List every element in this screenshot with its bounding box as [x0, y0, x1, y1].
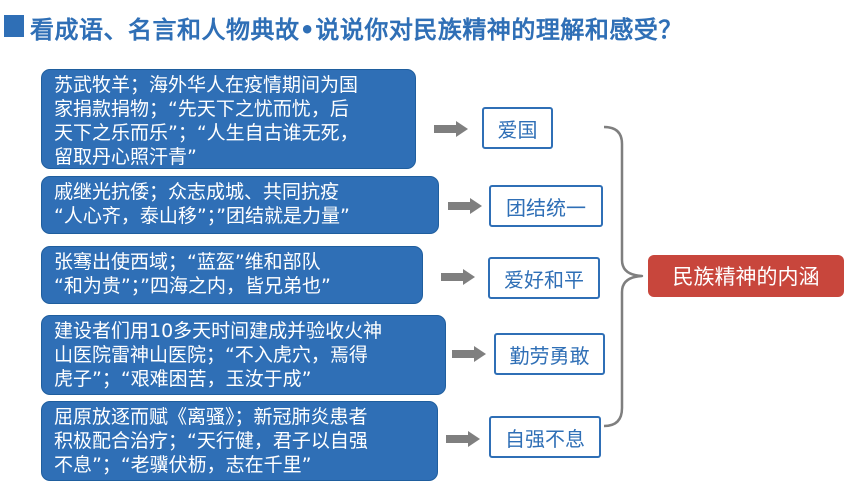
example-line: 天下之乐而乐”；“人生自古谁无死，: [54, 122, 359, 144]
example-line: 山医院雷神山医院；“不入虎穴，焉得: [54, 344, 368, 366]
example-box-self-improvement: 屈原放逐而赋《离骚》；新冠肺炎患者 积极配合治疗；“天行健，君子以自强 不息”；…: [41, 401, 438, 481]
right-arrow-icon: [441, 269, 477, 285]
example-line: 建设者们用10多天时间建成并验收火神: [54, 320, 383, 342]
spirit-box-peace: 爱好和平: [488, 257, 600, 299]
summary-box: 民族精神的内涵: [648, 255, 844, 297]
example-box-peace: 张骞出使西域；“蓝盔”维和部队 “和为贵”；”四海之内，皆兄弟也”: [41, 246, 423, 304]
example-line: 屈原放逐而赋《离骚》；新冠肺炎患者: [54, 406, 368, 428]
example-line: 不息”；“老骥伏枥，志在千里”: [54, 454, 312, 476]
example-box-diligence: 建设者们用10多天时间建成并验收火神 山医院雷神山医院；“不入虎穴，焉得 虎子”…: [41, 315, 446, 395]
page-title: 看成语、名言和人物典故•说说你对民族精神的理解和感受？: [30, 16, 683, 44]
example-line: “人心齐，泰山移”；”团结就是力量”: [54, 205, 350, 227]
right-arrow-icon: [434, 121, 470, 137]
example-line: 积极配合治疗；“天行健，君子以自强: [54, 430, 368, 452]
example-line: 苏武牧羊；海外华人在疫情期间为国: [54, 74, 359, 96]
right-arrow-icon: [452, 346, 488, 362]
example-line: 戚继光抗倭；众志成城、共同抗疫: [54, 181, 340, 203]
right-arrow-icon: [448, 198, 484, 214]
example-line: 留取丹心照汗青”: [54, 146, 197, 168]
right-arrow-icon: [446, 431, 482, 447]
spirit-box-self-improvement: 自强不息: [489, 416, 601, 458]
right-brace: [603, 125, 644, 428]
spirit-box-patriotism: 爱国: [482, 107, 553, 149]
spirit-box-diligence: 勤劳勇敢: [494, 333, 605, 375]
example-line: 张骞出使西域；“蓝盔”维和部队: [54, 251, 321, 273]
example-line: 家捐款捐物；“先天下之忧而忧，后: [54, 98, 349, 120]
title-bullet-square: [4, 15, 24, 37]
example-box-patriotism: 苏武牧羊；海外华人在疫情期间为国 家捐款捐物；“先天下之忧而忧，后 天下之乐而乐…: [41, 69, 416, 169]
example-line: “和为贵”；”四海之内，皆兄弟也”: [54, 275, 331, 297]
title-bar: 看成语、名言和人物典故•说说你对民族精神的理解和感受？: [0, 0, 860, 58]
spirit-box-unity: 团结统一: [489, 185, 603, 227]
example-line: 虎子”；“艰难困苦，玉汝于成”: [54, 368, 312, 390]
example-box-unity: 戚继光抗倭；众志成城、共同抗疫 “人心齐，泰山移”；”团结就是力量”: [41, 176, 439, 234]
